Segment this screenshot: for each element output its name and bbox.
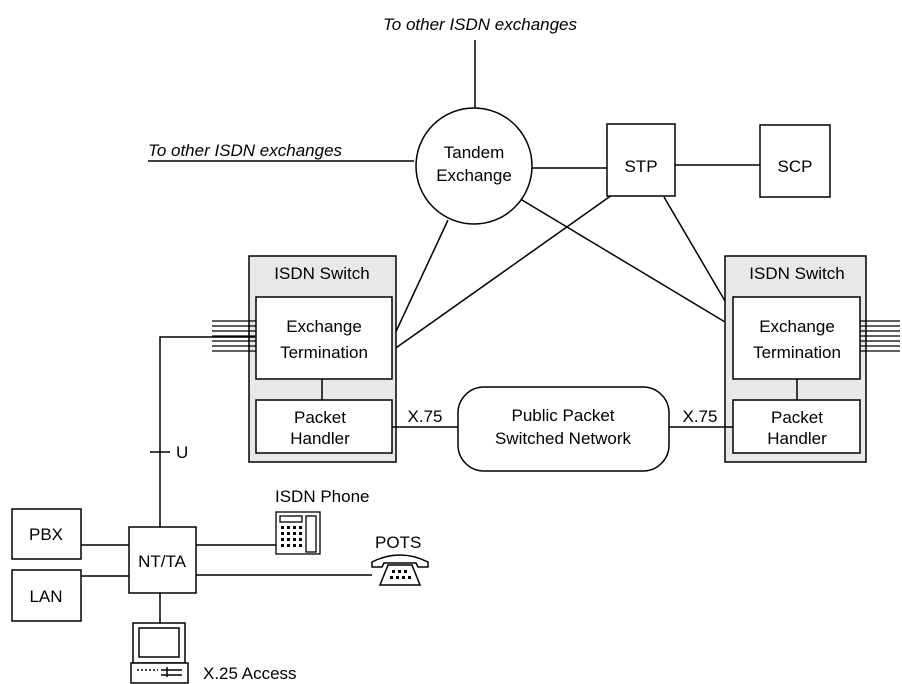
pbx-label: PBX <box>29 525 63 544</box>
pots-label: POTS <box>375 533 421 552</box>
isdn-phone-icon <box>275 511 321 555</box>
scp-label: SCP <box>778 157 813 176</box>
left-switch-title: ISDN Switch <box>274 264 369 283</box>
tandem-label-line2: Exchange <box>436 166 512 185</box>
u-interface-line <box>159 336 255 527</box>
isdn-phone-label: ISDN Phone <box>275 487 370 506</box>
ntta-box <box>128 526 197 594</box>
ppsn-line1: Public Packet <box>512 406 615 425</box>
right-ph-line1: Packet <box>771 408 823 427</box>
x25-label: X.25 Access <box>203 664 297 683</box>
x75-right-label: X.75 <box>683 407 718 426</box>
tandem-left-et-line <box>392 219 449 339</box>
tandem-right-et-line <box>516 196 736 329</box>
left-packet-handler <box>255 399 393 454</box>
right-exchange-termination <box>732 296 861 380</box>
ppsn-line2: Switched Network <box>495 429 632 448</box>
right-et-line2: Termination <box>753 343 841 362</box>
right-ph-line2: Handler <box>767 429 827 448</box>
stp-box <box>606 123 676 197</box>
stp-label: STP <box>624 157 657 176</box>
tandem-label-line1: Tandem <box>444 143 504 162</box>
tandem-exchange-circle <box>415 107 533 225</box>
ppsn-cloud <box>457 386 670 472</box>
ntta-label: NT/TA <box>138 552 187 571</box>
right-packet-handler <box>732 399 861 454</box>
pbx-box <box>11 508 82 560</box>
u-label: U <box>176 443 188 462</box>
lan-box <box>11 569 82 622</box>
stp-right-et-line <box>663 196 736 319</box>
left-ph-line2: Handler <box>290 429 350 448</box>
right-trunk-lines <box>860 320 900 352</box>
left-et-line2: Termination <box>280 343 368 362</box>
left-et-line1: Exchange <box>286 317 362 336</box>
x25-terminal-icon <box>130 622 189 684</box>
scp-box <box>759 124 831 198</box>
left-exchange-termination <box>255 296 393 380</box>
right-switch-title: ISDN Switch <box>749 264 844 283</box>
stp-left-et-line <box>392 194 613 351</box>
top-exchanges-label: To other ISDN exchanges <box>383 15 578 34</box>
x75-left-label: X.75 <box>408 407 443 426</box>
left-ph-line1: Packet <box>294 408 346 427</box>
left-trunk-lines <box>212 320 256 352</box>
pots-phone-icon <box>371 554 429 586</box>
left-exchanges-label: To other ISDN exchanges <box>148 141 343 160</box>
right-et-line1: Exchange <box>759 317 835 336</box>
lan-label: LAN <box>29 587 62 606</box>
